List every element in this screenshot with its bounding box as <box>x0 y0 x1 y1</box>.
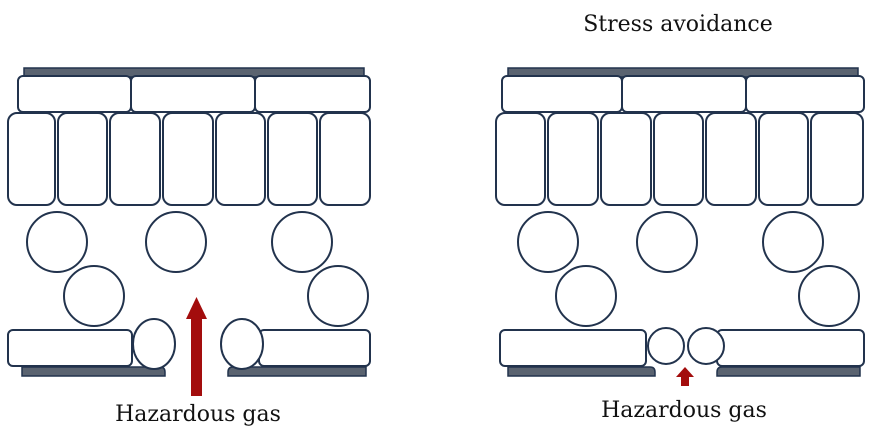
palisade-cells <box>495 112 864 206</box>
arrow-up-small-icon <box>676 367 694 386</box>
hazardous-gas-label-right: Hazardous gas <box>601 398 767 423</box>
spongy-mesophyll-cells <box>517 211 860 327</box>
lower-cuticle <box>21 366 367 377</box>
leaf-section-closed-stomata <box>495 67 865 386</box>
arrow-up-large-icon <box>186 297 207 396</box>
lower-cuticle <box>507 366 861 377</box>
guard-cells-open <box>132 318 264 370</box>
leaf-section-open-stomata <box>7 67 371 396</box>
spongy-mesophyll-cells <box>26 211 369 327</box>
lower-epidermis <box>499 329 865 367</box>
upper-epidermis <box>17 75 371 113</box>
stress-avoidance-title: Stress avoidance <box>583 12 773 37</box>
upper-epidermis <box>501 75 865 113</box>
palisade-cells <box>7 112 371 206</box>
hazardous-gas-label-left: Hazardous gas <box>115 402 281 427</box>
guard-cells-closed <box>647 327 725 365</box>
lower-epidermis <box>7 329 371 367</box>
